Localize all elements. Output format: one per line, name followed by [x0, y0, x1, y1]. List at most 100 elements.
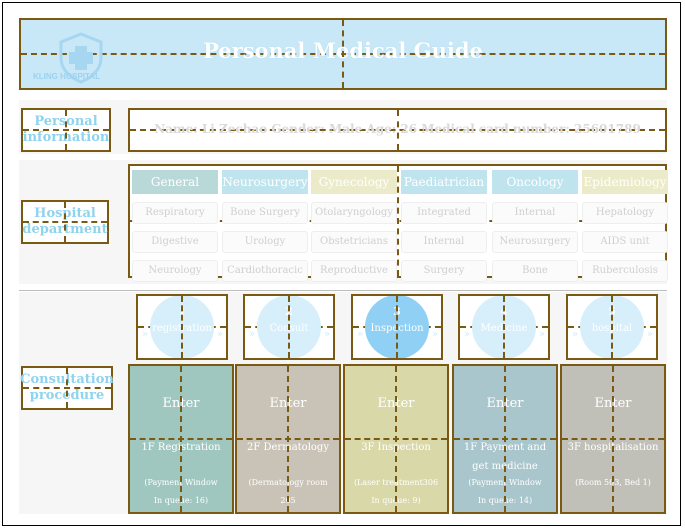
card-detail-line: In queue: 8)	[241, 509, 335, 512]
enter-button[interactable]: Enter	[486, 396, 524, 411]
step-number: 3	[393, 305, 401, 318]
chevron-right-icon: »	[646, 329, 653, 340]
department-item[interactable]: Respiratory	[132, 202, 218, 224]
step-circle: 5 hospital	[580, 296, 644, 358]
department-item[interactable]: Surgery	[401, 260, 487, 282]
department-tab-paediatrician[interactable]: Paediatrician	[401, 170, 487, 194]
card-detail: (Payment Window In queue: 16)	[134, 474, 228, 509]
chevron-left-icon: »	[249, 329, 255, 340]
card-detail: (Dermatology room 205 In queue: 8)	[241, 474, 335, 512]
department-item[interactable]: Digestive	[132, 231, 218, 253]
department-item[interactable]: AIDS unit	[582, 231, 668, 253]
card-detail-line: In queue: 9)	[371, 495, 421, 505]
department-item[interactable]: Cardiothoracic	[222, 260, 308, 282]
department-item[interactable]: Otolaryngology	[311, 202, 397, 224]
step-hospital[interactable]: 5 hospital » »	[566, 294, 658, 360]
card-detail-line: In queue: 14)	[477, 495, 533, 505]
department-item[interactable]: Ruberculosis	[582, 260, 668, 282]
department-item[interactable]: Reproductive	[311, 260, 397, 282]
chevron-left-icon: »	[142, 329, 148, 340]
department-item[interactable]: Internal	[492, 202, 578, 224]
step-name: Medicine	[480, 323, 528, 334]
chevron-right-icon: »	[431, 329, 438, 340]
card-detail-line: (Payment Window	[468, 478, 542, 487]
card-floor-text: 2F Dermatology	[247, 442, 329, 453]
enter-button[interactable]: Enter	[269, 396, 307, 411]
step-circle: 1 registration	[150, 296, 214, 358]
card-floor-text: 3F hospitalisation	[567, 442, 659, 453]
department-tab-epidemiology[interactable]: Epidemiology	[582, 170, 668, 194]
department-item[interactable]: Hepatology	[582, 202, 668, 224]
card-detail-line: (Dermatology room 205	[248, 478, 328, 505]
chevron-left-icon: »	[572, 329, 578, 340]
logo-text: KLING HOSPITAL	[33, 72, 100, 81]
step-number: 4	[500, 305, 508, 318]
enter-button[interactable]: Enter	[162, 396, 200, 411]
card-detail: (Room 503, Bed 1)	[566, 474, 660, 492]
step-registration[interactable]: 1 registration » »	[136, 294, 228, 360]
card-detail: (Payment Window In queue: 14)	[458, 474, 552, 509]
department-item[interactable]: Neurology	[132, 260, 218, 282]
department-item[interactable]: Urology	[222, 231, 308, 253]
card-floor-text: 1F Registration	[141, 442, 221, 453]
department-tab-neurosurgery[interactable]: Neurosurgery	[222, 170, 308, 194]
procedure-card[interactable]: Enter 3F hospitalisation (Room 503, Bed 1)	[560, 364, 666, 514]
step-number: 5	[608, 305, 616, 318]
section-divider	[19, 290, 667, 291]
enter-button[interactable]: Enter	[594, 396, 632, 411]
card-detail-line: (Payment Window	[144, 478, 218, 487]
step-number: 1	[178, 305, 186, 318]
hospital-logo-icon	[59, 32, 103, 84]
page-title: Personal Medical Guide	[203, 38, 483, 63]
chevron-right-icon: »	[538, 329, 545, 340]
card-detail-line: (Laser treatment306	[353, 478, 439, 487]
page-header: KLING HOSPITAL Personal Medical Guide	[19, 18, 667, 90]
department-item[interactable]: Bone Surgery	[222, 202, 308, 224]
step-name: Consult	[269, 323, 309, 334]
department-item[interactable]: Bone	[492, 260, 578, 282]
card-detail-line: In queue: 16)	[153, 495, 209, 505]
department-tab-oncology[interactable]: Oncology	[492, 170, 578, 194]
enter-button[interactable]: Enter	[377, 396, 415, 411]
card-floor-text: 1F Payment and get medicine	[463, 442, 547, 472]
step-number: 2	[285, 305, 293, 318]
chevron-left-icon: »	[464, 329, 470, 340]
chevron-right-icon: »	[323, 329, 330, 340]
card-detail: (Laser treatment306 In queue: 9)	[349, 474, 443, 509]
personal-info-text: Name: Li Zechao Gender: Male Age: 26 Med…	[154, 122, 641, 136]
step-name: registration	[152, 323, 212, 334]
department-item[interactable]: Internal	[401, 231, 487, 253]
procedure-card[interactable]: Enter 1F Registration (Payment Window In qu…	[128, 364, 234, 514]
card-detail-line: (Room 503, Bed 1)	[575, 478, 651, 487]
personal-info-bar: Name: Li Zechao Gender: Male Age: 26 Med…	[128, 108, 667, 152]
department-item[interactable]: Neurosurgery	[492, 231, 578, 253]
card-floor-text: 3F Inspection	[361, 442, 431, 453]
department-tab-general[interactable]: General	[132, 170, 218, 194]
department-item[interactable]: Integrated	[401, 202, 487, 224]
step-name: hospital	[591, 323, 633, 334]
chevron-right-icon: »	[216, 329, 223, 340]
department-item[interactable]: Obstetricians	[311, 231, 397, 253]
step-name: Inspection	[370, 323, 424, 334]
procedure-card[interactable]: Enter 2F Dermatology (Dermatology room 205…	[235, 364, 341, 514]
chevron-left-icon: »	[357, 329, 363, 340]
procedure-card[interactable]: Enter 3F Inspection (Laser treatment306 In …	[343, 364, 449, 514]
department-tab-gynecology[interactable]: Gynecology	[311, 170, 397, 194]
